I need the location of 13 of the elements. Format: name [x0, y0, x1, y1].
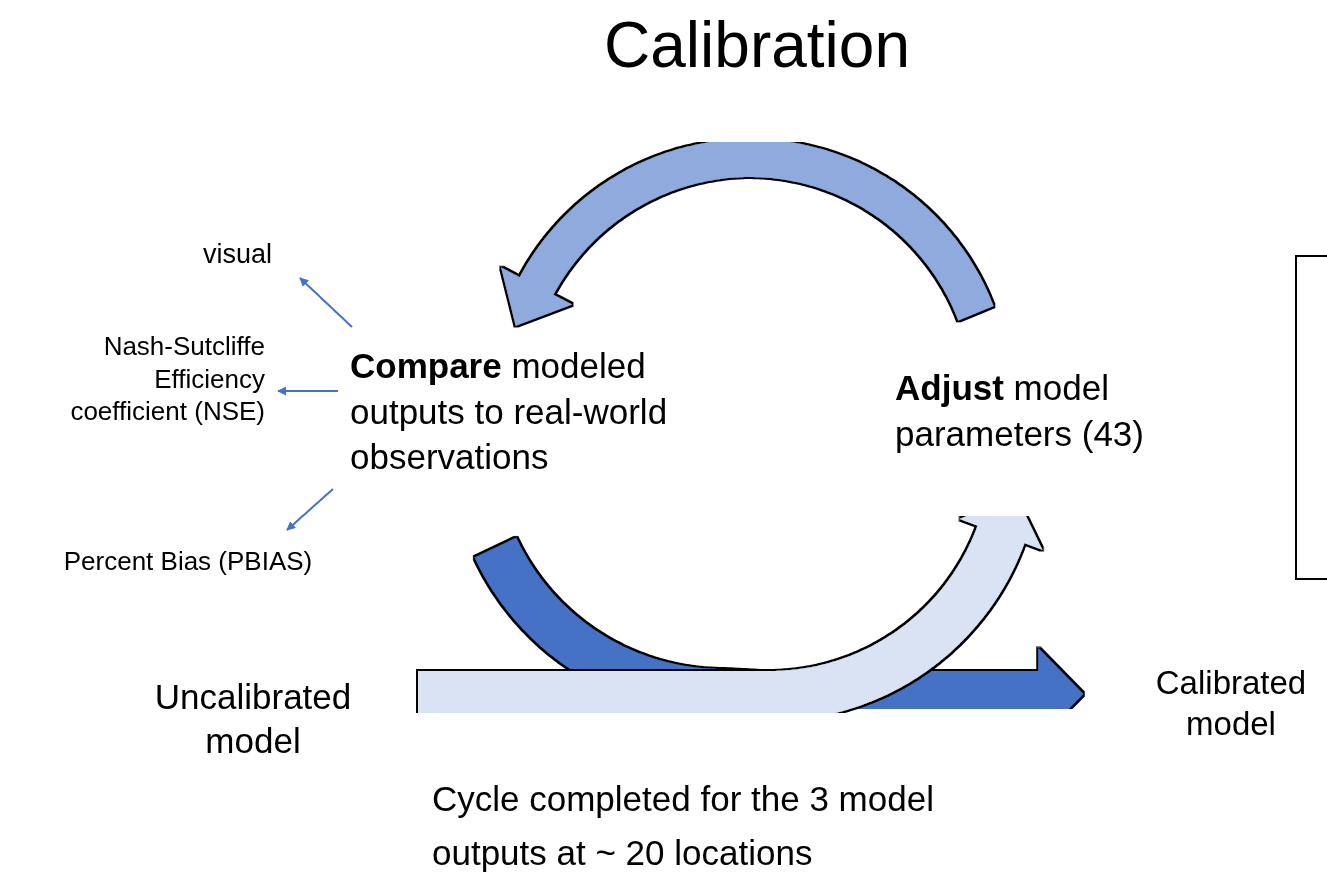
arrow [299, 277, 353, 328]
metric-label: Nash-Sutcliffe Efficiency coefficient (NSE) [69, 330, 265, 428]
model-label: Calibrated model [1154, 663, 1308, 745]
step-label: Compare modeled outputs to real-world observations [350, 345, 669, 478]
arrow [277, 386, 339, 396]
arrow [286, 488, 334, 531]
model-label: Uncalibrated model [153, 676, 353, 762]
note: Cycle completed for the 3 model outputs at ~ 20 locations [432, 778, 935, 875]
title: Calibration [603, 8, 911, 83]
outlined-box [1295, 255, 1327, 580]
metric-label: Percent Bias (PBIAS) [62, 545, 314, 578]
metric-label: visual [201, 238, 272, 271]
step-label: Adjust model parameters (43) [895, 367, 1145, 455]
